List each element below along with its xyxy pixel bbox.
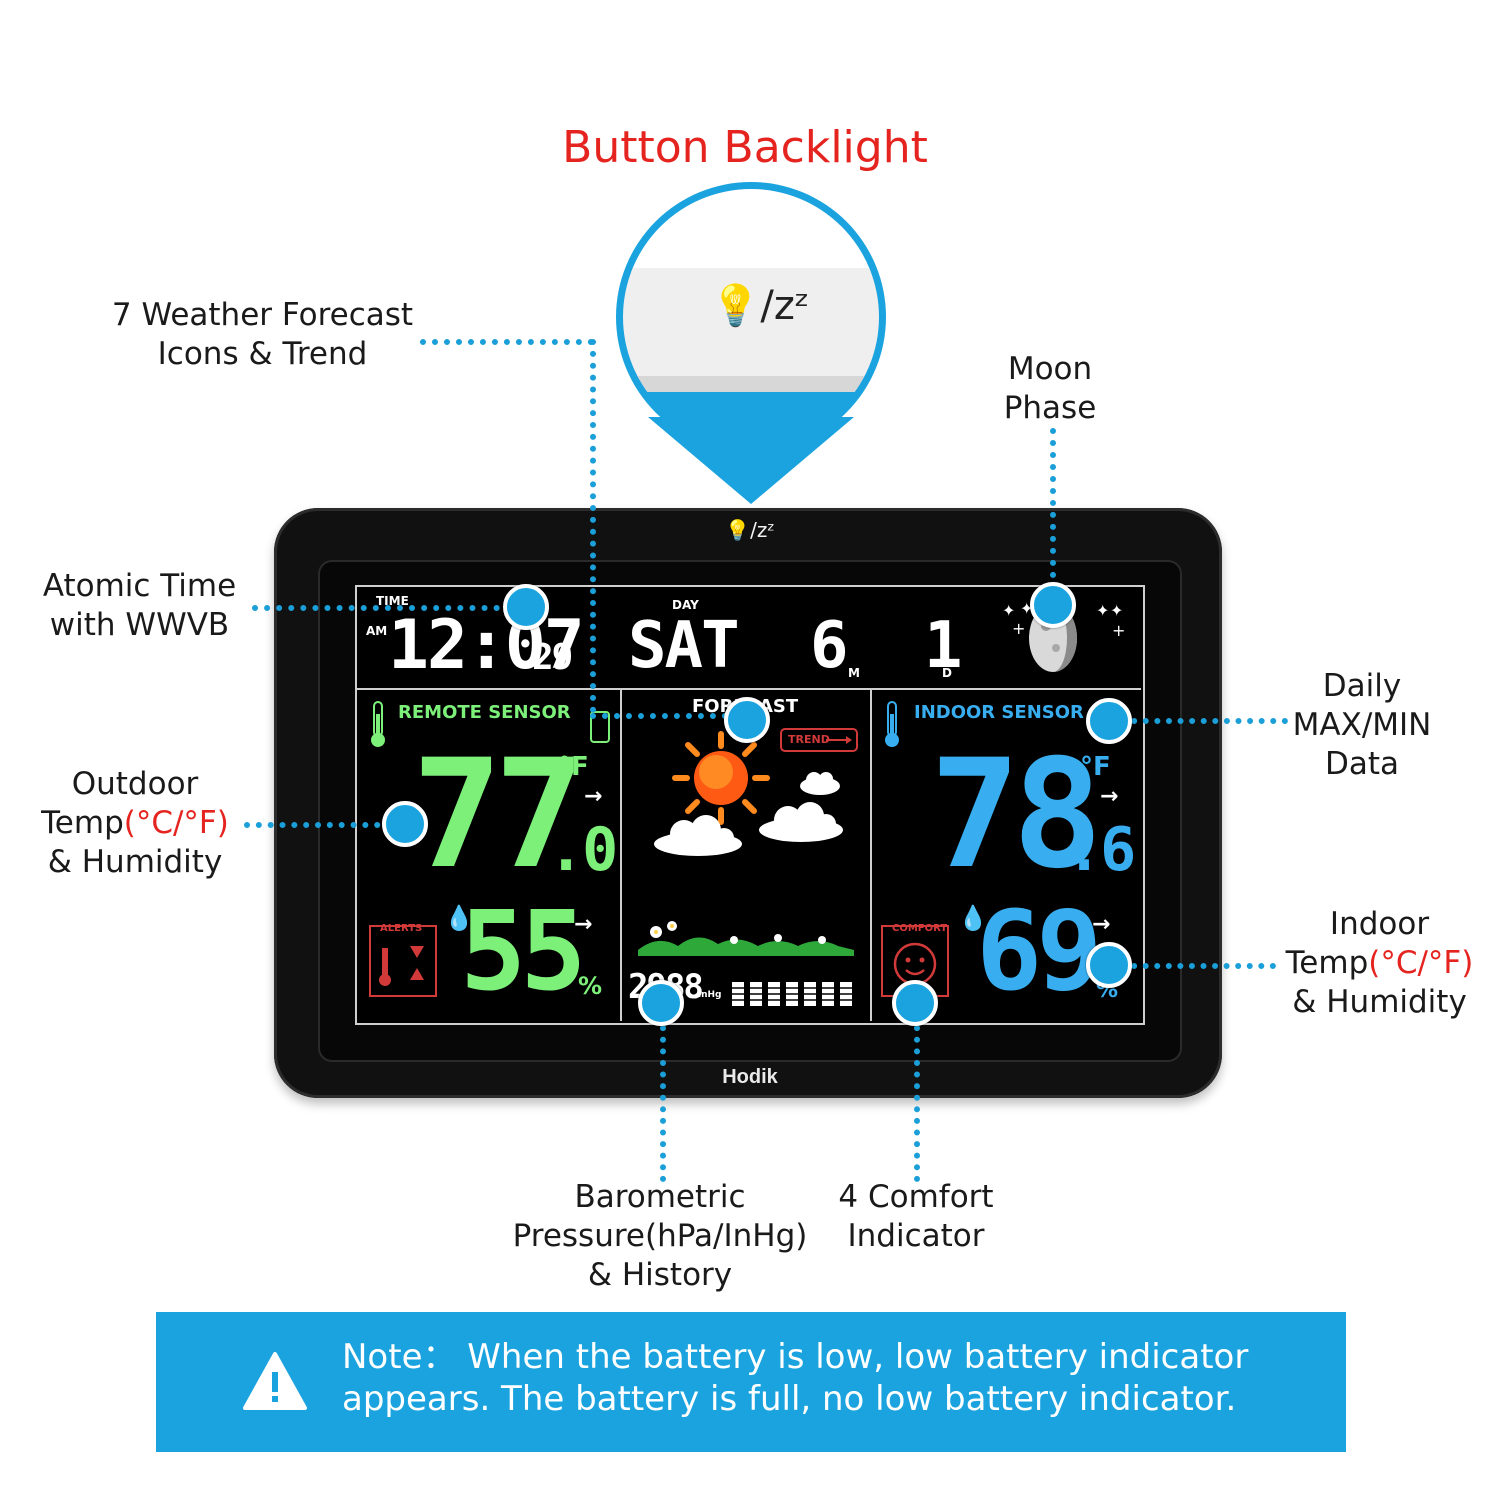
svg-text:+: + <box>1012 619 1025 638</box>
day-value: SAT <box>628 609 740 683</box>
button-zoom-bubble <box>616 182 886 504</box>
note-box <box>156 1312 1346 1452</box>
indoor-thermometer-icon <box>885 701 899 747</box>
marker-daily-maxmin <box>1086 698 1132 744</box>
outdoor-humidity-unit: % <box>578 972 603 1000</box>
marker-atomic-time <box>503 584 549 630</box>
marker-outdoor <box>382 801 428 847</box>
note-line-2: appears. The battery is full, no low bat… <box>342 1379 1237 1419</box>
note-text: Note： When the battery is low, low batte… <box>342 1336 1322 1420</box>
sun-icon <box>672 731 770 825</box>
outdoor-temp-decimal: .0 <box>548 815 618 885</box>
date-value: 1 <box>924 609 963 683</box>
trend-label: TREND <box>788 733 830 746</box>
callout-indoor: Indoor Temp(°C/°F) & Humidity <box>1285 906 1474 1020</box>
device-brand: Hodik <box>722 1066 778 1088</box>
trend-box <box>780 728 858 752</box>
flower-field-icon <box>638 921 854 956</box>
outdoor-thermometer-icon <box>371 701 385 747</box>
screen-divider-left <box>620 690 622 1021</box>
time-value: 12:07 <box>388 606 585 685</box>
bubble-button-label: 💡/zᶻ <box>710 283 810 329</box>
indoor-humidity: 69 <box>976 887 1102 1015</box>
indoor-temp-unit: °F <box>1080 752 1111 782</box>
alerts-label: ALERTS <box>380 923 423 934</box>
month-unit: M <box>848 666 860 680</box>
note-line-1: Note： When the battery is low, low batte… <box>342 1337 1249 1377</box>
svg-text:✦: ✦ <box>1110 601 1123 620</box>
indoor-humidity-trend-arrow: → <box>1092 912 1111 937</box>
comfort-icon <box>881 925 949 997</box>
leader-atomic <box>252 605 524 611</box>
outdoor-humidity: 55 <box>460 887 586 1015</box>
comfort-label: COMFORT <box>892 923 948 934</box>
marker-barometric <box>638 980 684 1026</box>
cloud-icon-left <box>654 815 742 856</box>
marker-forecast <box>724 697 770 743</box>
pressure-unit: inHg <box>698 990 722 1000</box>
svg-text:✦: ✦ <box>1002 601 1015 620</box>
outdoor-trend-arrow: → <box>584 784 603 809</box>
device-button-label[interactable]: 💡/zᶻ <box>725 518 775 542</box>
time-label: TIME <box>376 594 409 608</box>
cloud-icon-small <box>800 772 840 795</box>
warning-icon <box>243 1352 307 1410</box>
time-ampm: AM <box>366 624 388 638</box>
date-unit: D <box>942 666 952 680</box>
remote-sensor-label: REMOTE SENSOR <box>398 702 571 723</box>
signal-icon <box>590 711 610 743</box>
outdoor-temp-unit: °F <box>558 752 589 782</box>
marker-moon-phase <box>1030 582 1076 628</box>
screen-divider-horizontal <box>357 688 1141 690</box>
cloud-icon-right <box>759 802 843 842</box>
outdoor-humidity-drop-icon: 💧 <box>444 904 474 932</box>
screen-divider-right <box>870 690 872 1021</box>
indoor-humidity-drop-icon: 💧 <box>958 904 988 932</box>
indoor-sensor-label: INDOOR SENSOR <box>914 702 1084 723</box>
day-label: DAY <box>672 598 699 612</box>
leader-daily <box>1108 718 1288 724</box>
leader-comfort <box>914 1002 920 1182</box>
leader-forecast-h <box>420 339 594 345</box>
time-seconds: 29 <box>532 637 573 678</box>
svg-text:+: + <box>1112 621 1125 640</box>
diagram-title: Button Backlight <box>562 122 928 173</box>
marker-indoor <box>1086 942 1132 988</box>
month-value: 6 <box>810 609 849 683</box>
callout-outdoor: Outdoor Temp(°C/°F) & Humidity <box>41 766 229 880</box>
outdoor-humidity-trend-arrow: → <box>574 912 593 937</box>
indoor-temp-decimal: .6 <box>1066 815 1136 885</box>
alerts-icon <box>369 925 437 997</box>
leader-forecast-h2 <box>590 713 740 719</box>
leader-outdoor <box>244 822 404 828</box>
indoor-temp: 78 <box>930 728 1103 902</box>
leader-baro <box>660 1002 666 1182</box>
marker-comfort <box>892 980 938 1026</box>
svg-text:✦: ✦ <box>1096 601 1109 620</box>
leader-forecast-v <box>590 339 596 713</box>
leader-indoor <box>1108 963 1276 969</box>
outdoor-temp: 77 <box>412 728 585 902</box>
leader-moon <box>1050 428 1056 602</box>
pressure-history-bars <box>730 982 854 1006</box>
indoor-trend-arrow: → <box>1100 784 1119 809</box>
